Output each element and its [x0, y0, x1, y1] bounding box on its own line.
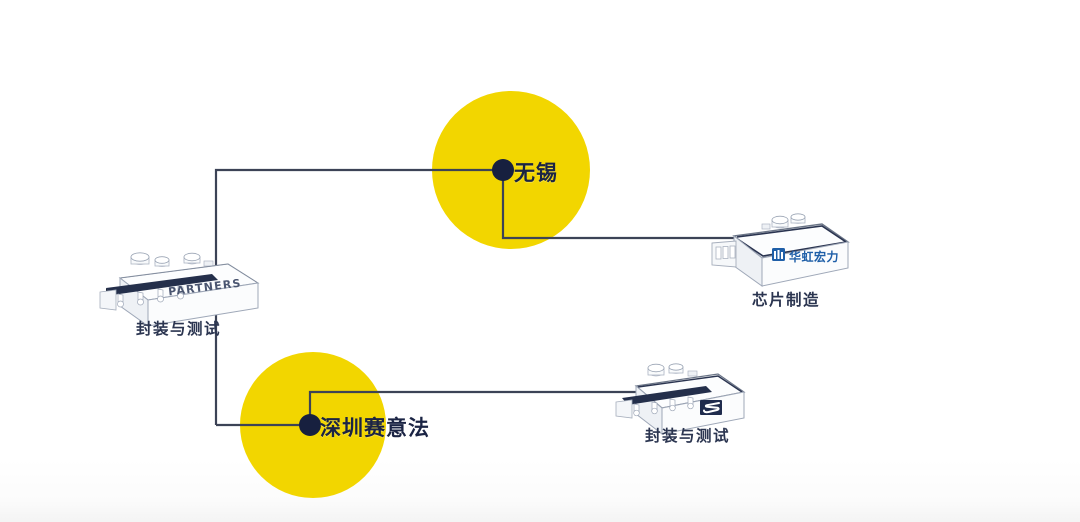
node-label-shenzhen: 深圳赛意法 — [320, 416, 430, 440]
brand-logo-st — [700, 400, 722, 415]
building-brand-huahong: 华虹宏力 — [789, 250, 840, 264]
building-canopy-strip-left — [106, 274, 218, 295]
rooftop-units-left — [130, 252, 214, 267]
connection-wuxi-to-packaging-left — [214, 168, 503, 425]
building-label-packaging-testing-right: 封装与测试 — [645, 427, 731, 445]
node-dot-shenzhen[interactable] — [299, 414, 321, 436]
building-face-left-front — [147, 282, 259, 327]
canopy-pillars-right — [633, 396, 694, 417]
node-label-wuxi: 无锡 — [514, 161, 558, 185]
rooftop-units-chip — [761, 213, 806, 230]
building-label-chip-manufacturing: 芯片制造 — [752, 291, 821, 309]
rooftop-units-right — [647, 363, 698, 377]
canopy-pillars-left — [117, 285, 184, 308]
node-dot-wuxi[interactable] — [492, 159, 514, 181]
building-label-packaging-testing-left: 封装与测试 — [136, 320, 222, 338]
connection-wuxi-to-chip-manufacturing — [501, 170, 736, 240]
building-face-chip-front — [761, 241, 849, 287]
building-canopy-strip-right — [622, 386, 712, 405]
